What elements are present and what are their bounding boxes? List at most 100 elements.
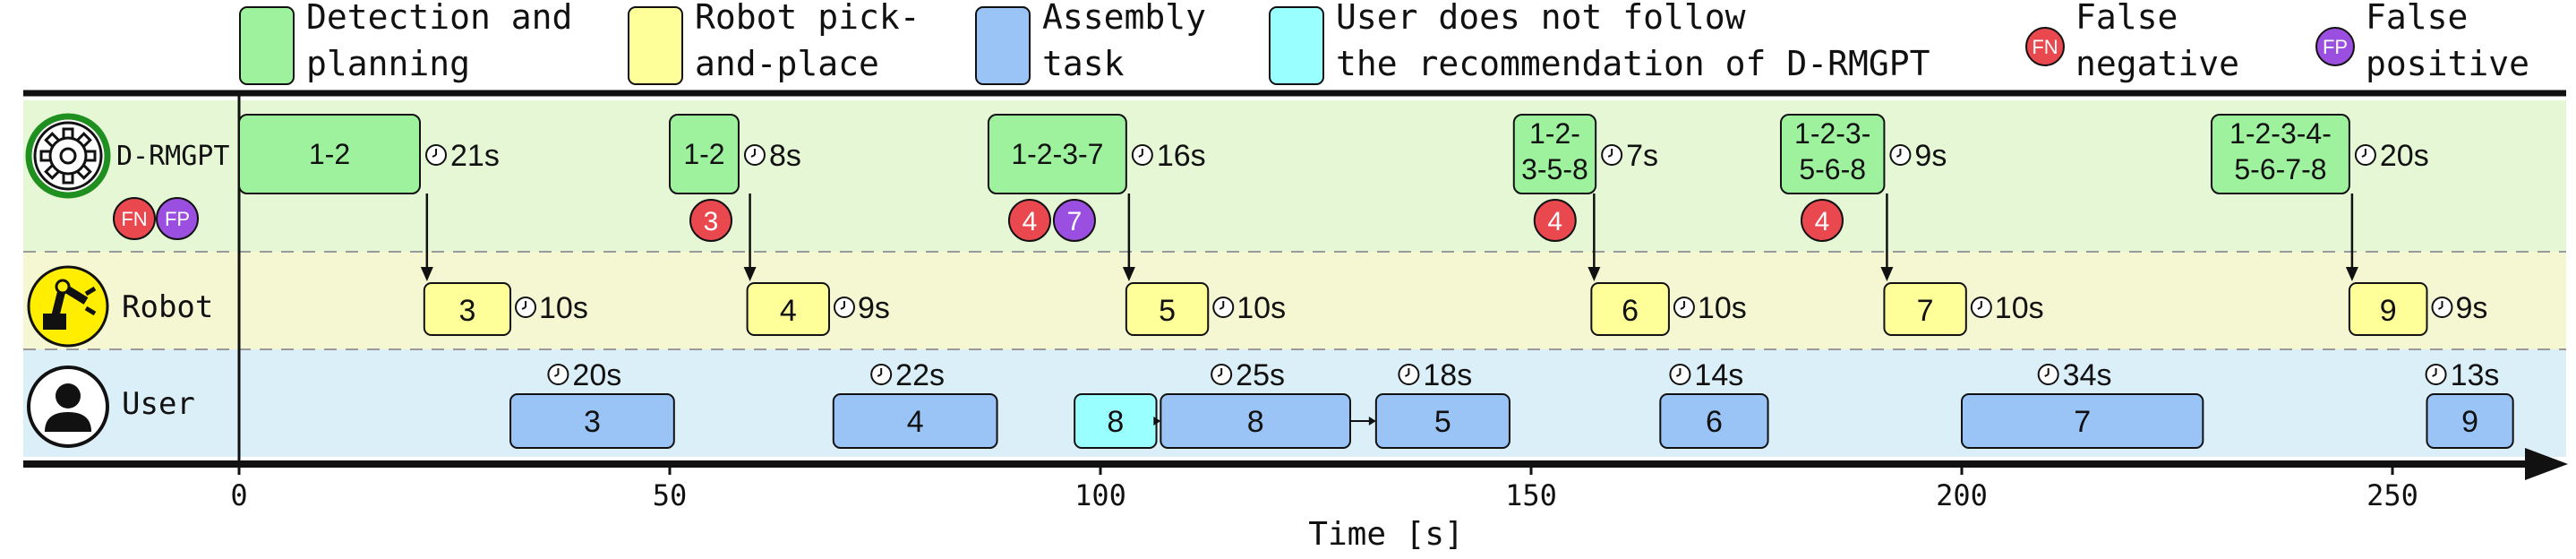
clock-icon xyxy=(1673,297,1695,318)
legend-swatch xyxy=(1269,6,1324,85)
robot-bar-rect xyxy=(1590,282,1670,336)
robot-duration: 10s xyxy=(1237,291,1286,325)
x-axis-label: Time [s] xyxy=(1308,516,1463,553)
fp-marker-label: 7 xyxy=(1067,207,1083,236)
robot-duration: 10s xyxy=(1995,291,2044,325)
planning-bar-label: 3-5-8 xyxy=(1521,153,1588,185)
user-bar-rect xyxy=(509,393,675,449)
clock-icon xyxy=(1669,364,1691,385)
robot-bar-label: 7 xyxy=(1917,294,1934,328)
handoff-arrowhead xyxy=(1588,267,1601,281)
x-tick-label: 0 xyxy=(230,478,247,512)
planning-duration: 9s xyxy=(1914,139,1947,173)
user-bar-label: 8 xyxy=(1107,405,1124,439)
legend-badge-label: FP xyxy=(2323,36,2348,58)
clock-icon xyxy=(833,297,855,318)
handoff-arrowhead xyxy=(1122,267,1135,281)
lane-background xyxy=(23,252,2566,349)
planning-bar-label: 5-6-7-8 xyxy=(2234,153,2326,185)
robot-bar-label: 5 xyxy=(1159,294,1176,328)
user-duration: 18s xyxy=(1423,358,1472,392)
fn-legend-badge xyxy=(2025,27,2065,66)
fn-marker xyxy=(689,199,732,242)
transition-arrowhead xyxy=(1153,417,1161,426)
planning-bar-rect xyxy=(1512,114,1597,194)
planning-bar-rect xyxy=(987,114,1127,194)
x-tick-label: 250 xyxy=(2366,478,2418,512)
user-duration: 14s xyxy=(1694,358,1743,392)
user-bar-rect xyxy=(2426,393,2514,449)
legend-badge-label: FN xyxy=(2032,36,2058,58)
legend-swatch xyxy=(628,6,683,85)
clock-icon xyxy=(1212,297,1235,318)
user-duration: 13s xyxy=(2451,358,2500,392)
planning-bar-label: 5-6-8 xyxy=(1799,153,1866,185)
clock-icon xyxy=(2037,364,2059,385)
user-icon xyxy=(27,366,109,448)
user-bar-label: 9 xyxy=(2461,405,2478,439)
lane-label-drmgpt: D-RMGPT xyxy=(116,141,229,172)
legend-label-line1: User does not follow xyxy=(1336,0,1746,37)
planning-duration: 16s xyxy=(1157,139,1206,173)
robot-bar-label: 4 xyxy=(780,294,797,328)
x-tick-label: 100 xyxy=(1074,478,1126,512)
legend-label-line2: the recommendation of D-RMGPT xyxy=(1336,44,1930,83)
planning-bar-rect xyxy=(1779,114,1886,194)
robot-arm-icon xyxy=(27,265,109,348)
user-bar-label: 5 xyxy=(1434,405,1451,439)
clock-icon xyxy=(1601,144,1623,166)
user-bar: 8 xyxy=(1074,393,1158,449)
robot-bar-rect xyxy=(423,282,512,336)
planning-bar-label: 1-2 xyxy=(309,138,350,170)
clock-icon xyxy=(2354,144,2376,166)
clock-icon xyxy=(425,144,448,166)
robot-bar-rect xyxy=(746,282,830,336)
x-axis-arrowhead xyxy=(2525,448,2568,480)
fn-marker xyxy=(1533,199,1577,242)
clock-icon xyxy=(1970,297,1992,318)
fn-marker-label: 4 xyxy=(1815,207,1830,236)
legend-label-line2: positive xyxy=(2366,44,2529,83)
clock-icon xyxy=(547,364,569,385)
handoff-arrowhead xyxy=(743,267,757,281)
planning-duration: 20s xyxy=(2380,139,2429,173)
user-bar-label: 8 xyxy=(1247,405,1264,439)
legend-label-line1: Assembly xyxy=(1042,0,1206,37)
planning-bar-rect xyxy=(238,114,422,194)
user-bar-rect xyxy=(832,393,998,449)
user-bar-label: 3 xyxy=(584,405,601,439)
planning-bar-rect xyxy=(669,114,740,194)
legend-label-line1: False xyxy=(2075,0,2178,37)
fp-marker xyxy=(1052,199,1096,242)
robot-duration: 9s xyxy=(2455,291,2487,325)
user-duration: 25s xyxy=(1236,358,1285,392)
planning-duration: 7s xyxy=(1626,139,1658,173)
fn-marker xyxy=(1800,199,1844,242)
x-tick-label: 150 xyxy=(1505,478,1557,512)
planning-bar-rect xyxy=(2210,114,2350,194)
legend-label-line2: planning xyxy=(306,44,470,83)
x-tick-label: 50 xyxy=(653,478,688,512)
user-duration: 20s xyxy=(572,358,621,392)
gear-icon xyxy=(25,113,111,199)
user-bar-rect xyxy=(1961,393,2204,449)
user-bar-label: 4 xyxy=(907,405,924,439)
clock-icon xyxy=(1398,364,1420,385)
